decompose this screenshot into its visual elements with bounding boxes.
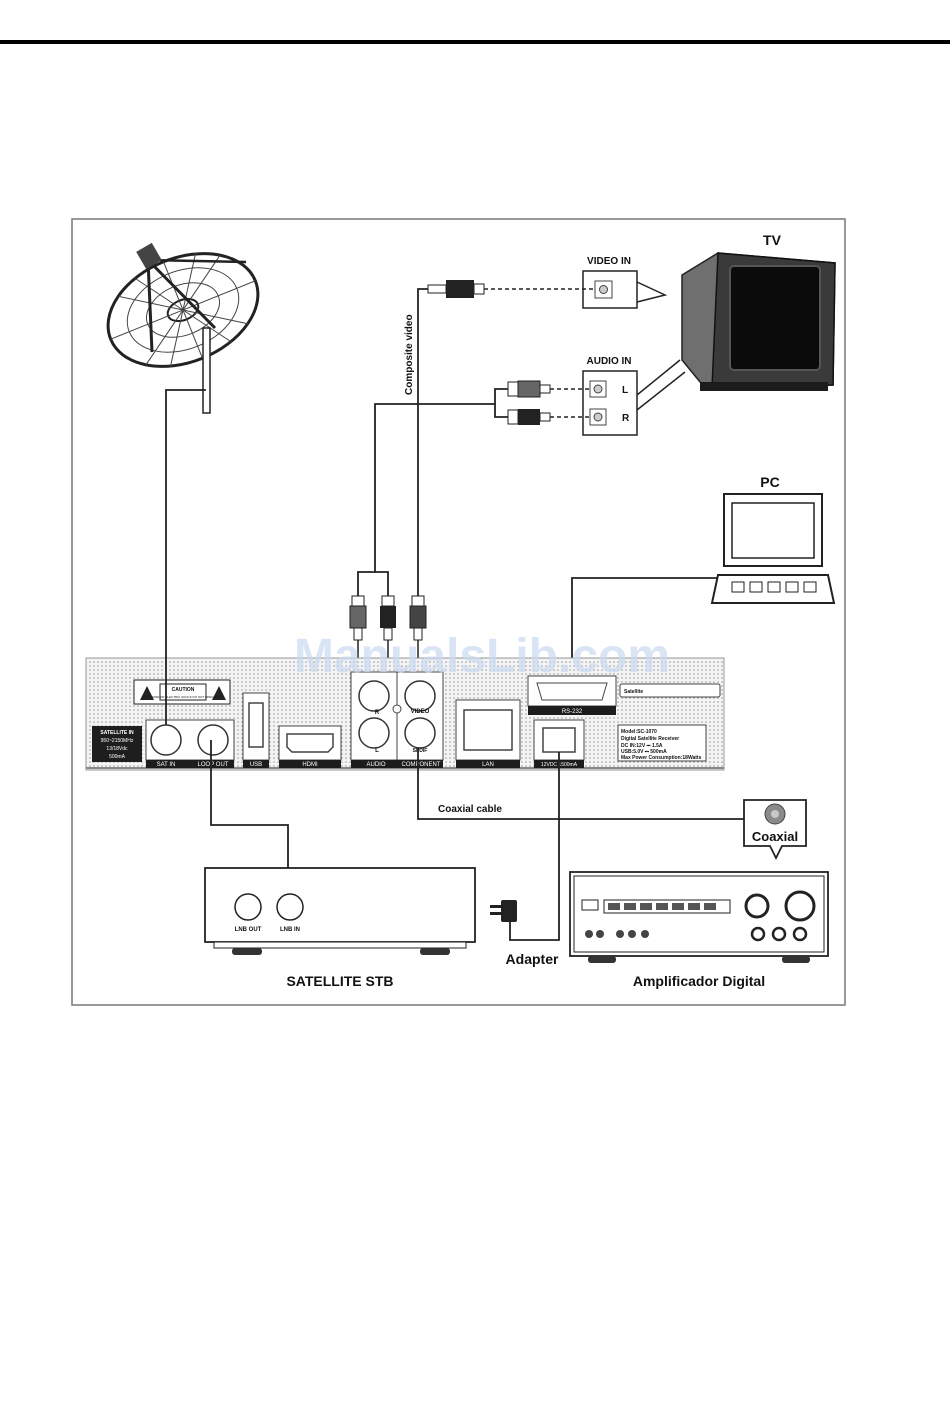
rs232-port (536, 682, 608, 701)
satellite-stb-label: SATELLITE STB (286, 973, 393, 989)
brand-label-box (619, 683, 721, 698)
satellite-dish-icon (106, 242, 260, 414)
pc-label: PC (760, 474, 779, 490)
caution-subtext: RISK OF ELECTRIC SHOCK DO NOT OPEN (153, 695, 214, 699)
caution-sticker (133, 679, 231, 705)
model-sticker (617, 724, 707, 762)
coaxial-cable-label: Coaxial cable (438, 804, 502, 815)
satellite-stb-icon (204, 867, 476, 955)
sat-in-label: SAT IN (157, 762, 176, 768)
hdmi-port (286, 733, 334, 753)
amplifier-icon (569, 871, 829, 963)
audio-in-l-label: L (622, 385, 628, 396)
lnb-in-label: LNB IN (280, 927, 300, 933)
rca-plug-audio-l (349, 595, 367, 641)
max-power-spec: Max Power Consumption:18Watts (621, 755, 702, 761)
sat-in-port (150, 724, 182, 756)
audio-l-label: L (375, 748, 379, 754)
diagram-frame (71, 218, 846, 1006)
composite-video-label: Composite video (404, 314, 415, 395)
usb-port (248, 702, 264, 748)
coaxial-label: Coaxial (752, 829, 798, 844)
brand-label: Satellite (624, 689, 643, 695)
rs232-cable (571, 577, 718, 690)
component-label: COMPONENT (402, 762, 441, 768)
power-port (542, 727, 576, 753)
spdif-port (404, 717, 436, 749)
sat-in-spec-current: 500mA (109, 754, 126, 760)
video-rca-plug (427, 280, 485, 298)
model-desc: Digital Satellite Receiver (621, 736, 679, 742)
power-cable (509, 752, 560, 941)
audio-in-label: AUDIO IN (587, 356, 632, 367)
lnb-out-label: LNB OUT (235, 927, 262, 933)
spdif-label: SPDIF (413, 748, 428, 754)
loop-out-port (197, 724, 229, 756)
video-in-label: VIDEO IN (587, 256, 631, 267)
sat-in-spec-volt: 13/18Vdc (106, 746, 128, 752)
amplifier-label: Amplificador Digital (633, 973, 765, 989)
audio-r-port (358, 680, 390, 712)
loop-out-label: LOOP OUT (198, 762, 229, 768)
coaxial-callout (743, 799, 807, 861)
audio-in-r-label: R (622, 413, 630, 424)
adapter-label: Adapter (506, 951, 559, 967)
dish-cable (165, 389, 206, 725)
audio-r-label: R (375, 710, 380, 716)
power-adapter-icon (490, 900, 517, 922)
video-port-label: VIDEO (411, 709, 430, 715)
tv-icon (681, 252, 836, 391)
sat-in-spec-box (92, 726, 142, 762)
video-port (404, 680, 436, 712)
caution-title: CAUTION (172, 687, 195, 693)
rca-plug-audio-r (380, 595, 396, 641)
rs232-label: RS-232 (562, 709, 583, 715)
audio-l-port (358, 717, 390, 749)
watermark: ManualsLib.com (294, 630, 670, 683)
lan-port (463, 709, 513, 751)
dc-in-spec: DC IN:12V ⎓ 1.5A (621, 743, 663, 749)
audio-rca-plug-l (507, 380, 551, 398)
usb-spec: USB:5.0V ⎓ 500mA (621, 749, 667, 755)
lan-label: LAN (482, 762, 494, 768)
usb-label: USB (250, 762, 262, 768)
audio-cable (494, 388, 508, 418)
top-rule (0, 40, 950, 44)
pc-icon (710, 493, 836, 604)
tv-label: TV (763, 232, 782, 248)
sat-in-spec-freq: 950~2150MHz (101, 738, 134, 744)
sat-in-spec-title: SATELLITE IN (100, 730, 134, 736)
hdmi-label: HDMI (302, 762, 318, 768)
audio-label: AUDIO (366, 762, 385, 768)
loop-out-cable (210, 740, 289, 895)
model-text: Model:SC-1070 (621, 729, 657, 735)
coaxial-cable (417, 748, 744, 820)
audio-rca-plug-r (507, 409, 551, 425)
composite-video-cable (417, 288, 428, 596)
